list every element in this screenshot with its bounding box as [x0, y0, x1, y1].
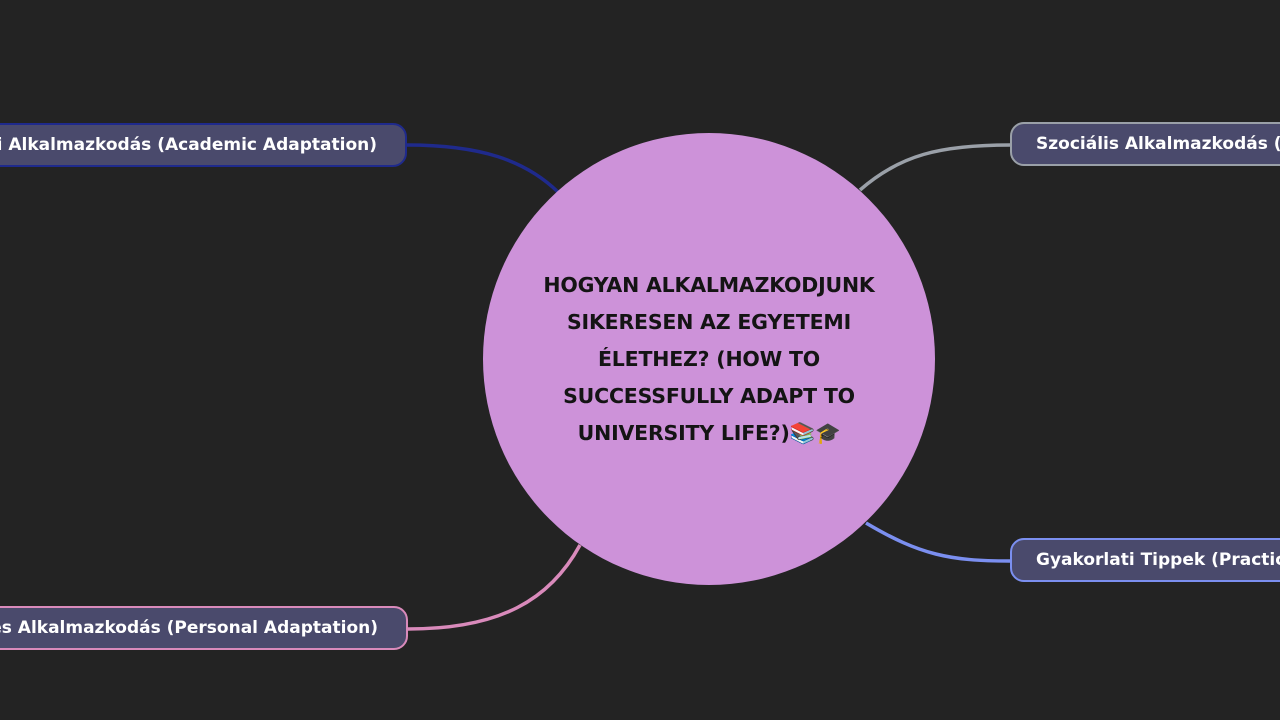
branch-node-social-adaptation[interactable]: Szociális Alkalmazkodás (So	[1010, 122, 1280, 166]
central-topic-title: HOGYAN ALKALMAZKODJUNK SIKERESEN AZ EGYE…	[543, 272, 875, 445]
branch-label-personal: élyes Alkalmazkodás (Personal Adaptation…	[0, 618, 378, 638]
connector-personal	[407, 544, 582, 631]
branch-label-social: Szociális Alkalmazkodás (So	[1036, 134, 1280, 154]
branch-node-practical-tips[interactable]: Gyakorlati Tippek (Practical	[1010, 538, 1280, 582]
connector-academic	[406, 143, 560, 194]
connector-social	[858, 143, 1011, 192]
branch-node-personal-adaptation[interactable]: élyes Alkalmazkodás (Personal Adaptation…	[0, 606, 408, 650]
branch-label-academic: miai Alkalmazkodás (Academic Adaptation)	[0, 135, 377, 155]
central-topic-node[interactable]: HOGYAN ALKALMAZKODJUNK SIKERESEN AZ EGYE…	[483, 133, 935, 585]
connector-practical	[865, 521, 1011, 563]
branch-node-academic-adaptation[interactable]: miai Alkalmazkodás (Academic Adaptation)	[0, 123, 407, 167]
branch-label-practical: Gyakorlati Tippek (Practical	[1036, 550, 1280, 570]
